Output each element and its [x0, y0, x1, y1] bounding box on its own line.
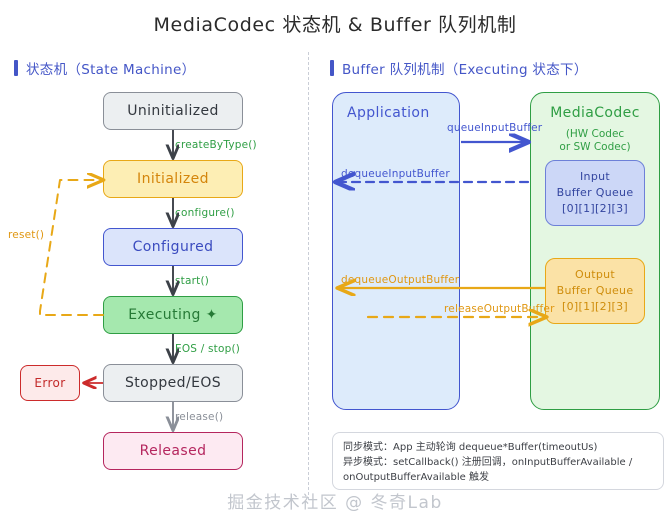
arrow-label-dequeue-input-buffer: dequeueInputBuffer [341, 168, 450, 180]
output-queue-slots: [0][1][2][3] [562, 299, 628, 313]
application-container[interactable]: Application [332, 92, 460, 410]
mediacodec-title: MediaCodec [550, 105, 640, 121]
state-node-configured[interactable]: Configured [103, 228, 243, 266]
state-node-stopped-eos[interactable]: Stopped/EOS [103, 364, 243, 402]
state-node-initialized[interactable]: Initialized [103, 160, 243, 198]
state-node-executing[interactable]: Executing ✦ [103, 296, 243, 334]
section-bar-icon [330, 60, 334, 76]
section-header-state-machine: 状态机（State Machine） [14, 58, 195, 78]
input-queue-line2: Buffer Queue [556, 186, 634, 200]
mode-note-box: 同步模式：App 主动轮询 dequeue*Buffer(timeoutUs) … [332, 432, 664, 490]
state-node-error[interactable]: Error [20, 365, 80, 401]
output-buffer-queue[interactable]: Output Buffer Queue [0][1][2][3] [545, 258, 645, 324]
section-header-buffer-queue: Buffer 队列机制（Executing 状态下） [330, 58, 588, 78]
arrow-label-release-output-buffer: releaseOutputBuffer [444, 303, 555, 315]
state-node-uninitialized[interactable]: Uninitialized [103, 92, 243, 130]
input-queue-slots: [0][1][2][3] [562, 201, 628, 215]
transition-label-start: start() [175, 275, 210, 287]
arrow-label-queue-input-buffer: queueInputBuffer [447, 122, 543, 134]
transition-label-eos-stop: EOS / stop() [175, 343, 241, 355]
mediacodec-container[interactable]: MediaCodec (HW Codec or SW Codec) [530, 92, 660, 410]
transition-label-release: release() [175, 411, 224, 423]
state-edge-reset [39, 180, 103, 316]
state-node-released[interactable]: Released [103, 432, 243, 470]
mediacodec-subtitle-line2: or SW Codec) [559, 141, 631, 153]
section-header-label: 状态机（State Machine） [26, 62, 196, 78]
input-queue-line1: Input [580, 170, 610, 184]
note-line-async-2: onOutputBufferAvailable 触发 [343, 472, 489, 483]
output-queue-line2: Buffer Queue [556, 284, 634, 298]
note-line-sync: 同步模式：App 主动轮询 dequeue*Buffer(timeoutUs) [343, 442, 598, 453]
note-line-async-1: 异步模式：setCallback() 注册回调，onInputBufferAva… [343, 457, 633, 468]
transition-label-configure: configure() [175, 207, 235, 219]
footer-watermark: 掘金技术社区 @ 冬奇Lab [227, 493, 443, 513]
page-title: MediaCodec 状态机 & Buffer 队列机制 [153, 14, 517, 36]
application-title: Application [347, 105, 430, 121]
transition-label-create-by-type: createByType() [175, 139, 257, 151]
output-queue-line1: Output [574, 268, 615, 282]
section-bar-icon [14, 60, 18, 76]
arrow-label-dequeue-output-buffer: dequeueOutputBuffer [341, 274, 460, 286]
transition-label-reset: reset() [8, 229, 45, 241]
panel-divider [308, 52, 309, 500]
mediacodec-subtitle-line1: (HW Codec [565, 128, 625, 140]
section-header-label: Buffer 队列机制（Executing 状态下） [342, 62, 588, 78]
input-buffer-queue[interactable]: Input Buffer Queue [0][1][2][3] [545, 160, 645, 226]
